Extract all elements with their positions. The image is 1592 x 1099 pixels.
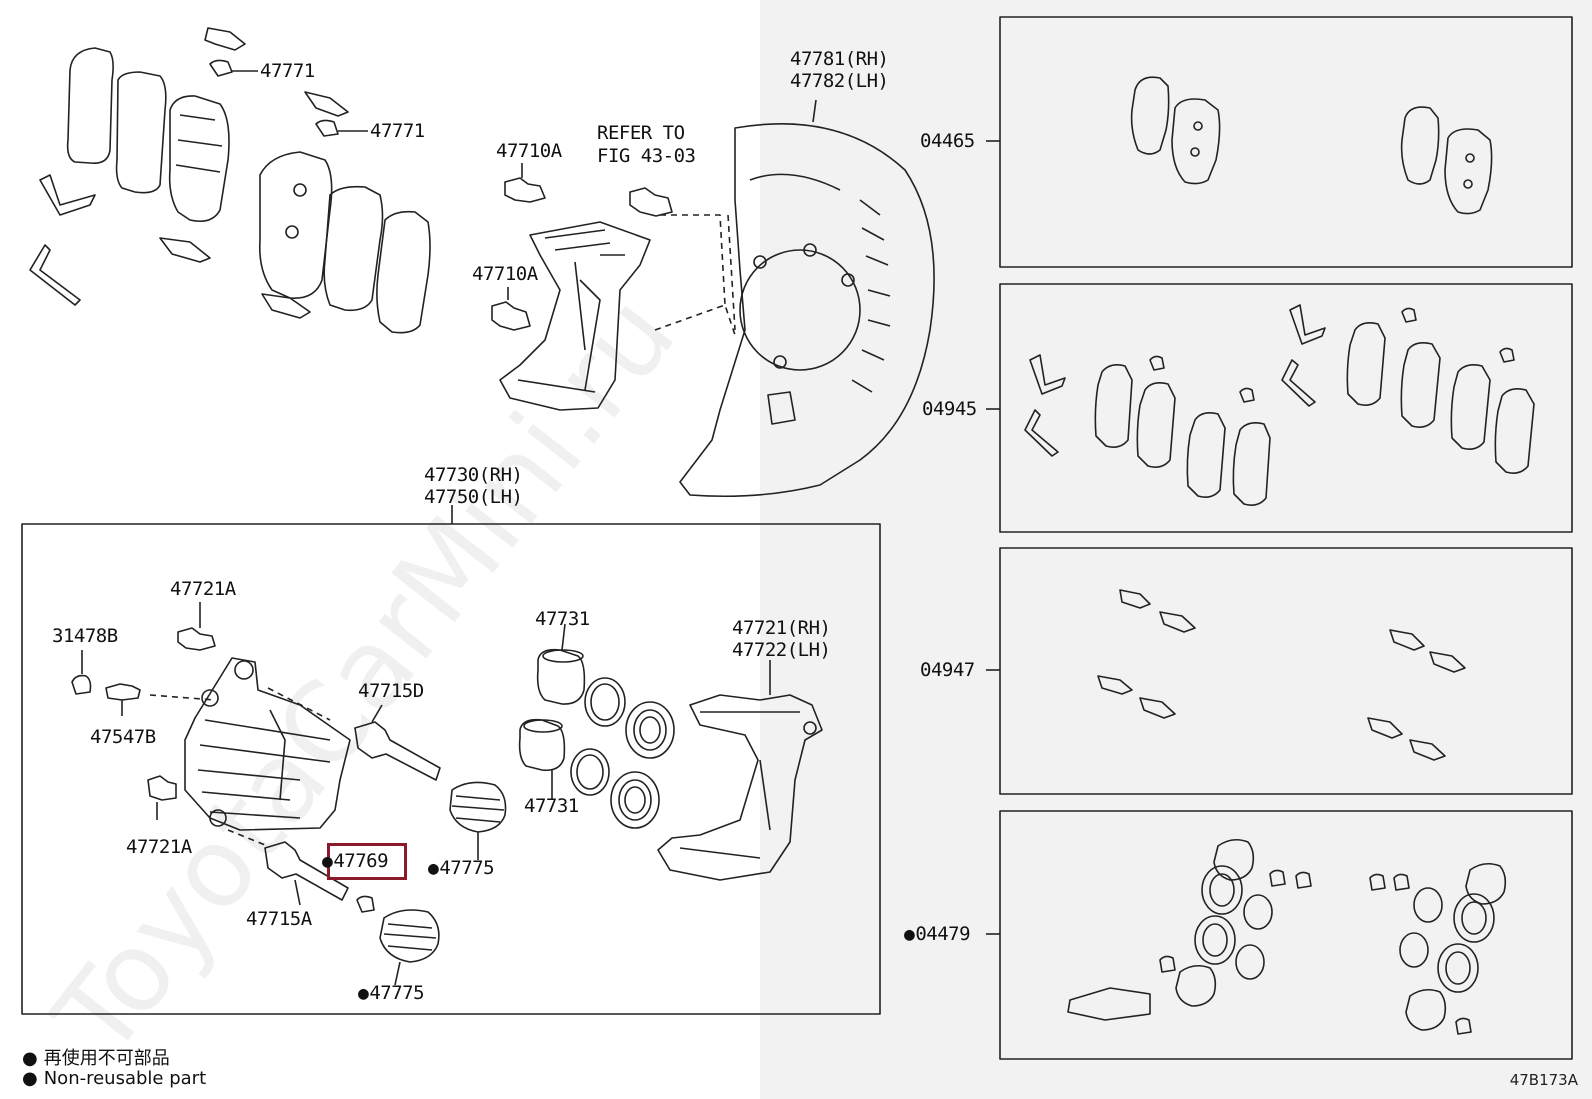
kit-label-04947[interactable]: 04947: [920, 659, 975, 681]
kit-label-04465[interactable]: 04465: [920, 130, 975, 152]
legend-text-en: Non-reusable part: [43, 1068, 207, 1089]
part-label-47731-a[interactable]: 47731: [535, 608, 590, 630]
part-number-47775-b: 47775: [369, 982, 425, 1004]
brake-pads-set: [29, 27, 431, 334]
part-label-47769[interactable]: 47769: [322, 850, 388, 873]
part-label-47731-b[interactable]: 47731: [524, 795, 579, 817]
part-label-47730[interactable]: 47730(RH): [424, 464, 523, 486]
kit-label-04479[interactable]: 04479: [904, 923, 970, 946]
legend-line-en: ●Non-reusable part: [22, 1068, 206, 1089]
kit-frame-04945: [999, 283, 1573, 533]
part-label-47721a-b[interactable]: 47721A: [126, 836, 192, 858]
caliper-assembly-frame: [21, 523, 881, 1015]
part-label-47710a-b[interactable]: 47710A: [472, 263, 538, 285]
part-label-47775-b[interactable]: 47775: [358, 982, 424, 1005]
dust-shield: [679, 99, 935, 498]
kit-label-04945[interactable]: 04945: [922, 398, 977, 420]
part-label-47775-a[interactable]: 47775: [428, 857, 494, 880]
kit-04945-parts: [1024, 304, 1535, 506]
part-label-47750[interactable]: 47750(LH): [424, 486, 523, 508]
kit-frame-04479: [999, 810, 1573, 1060]
kit-leaders: [986, 140, 1000, 935]
legend-text-cn: 再使用不可部品: [43, 1048, 170, 1069]
refer-to-label: REFER TO: [597, 122, 685, 144]
part-label-47771-a[interactable]: 47771: [260, 60, 315, 82]
kit-frame-04947: [999, 547, 1573, 795]
part-label-47715d[interactable]: 47715D: [358, 680, 424, 702]
part-label-47721a-a[interactable]: 47721A: [170, 578, 236, 600]
kit-frame-04465: [999, 16, 1573, 268]
caliper-bracket: [657, 660, 823, 881]
kit-number-04479: 04479: [915, 923, 971, 945]
kit-04479-seals: [1067, 838, 1507, 1035]
pistons-seals: [518, 623, 675, 829]
part-number-47769: 47769: [333, 850, 389, 872]
kit-04947-clips: [1097, 589, 1466, 761]
mounting-bolts: [491, 163, 673, 331]
part-label-47721rh[interactable]: 47721(RH): [732, 617, 831, 639]
part-label-47782[interactable]: 47782(LH): [790, 70, 889, 92]
legend-line-cn: ●再使用不可部品: [22, 1044, 170, 1070]
bleeder-and-cap: [71, 650, 141, 716]
caliper-mounting-bracket: [499, 221, 651, 411]
pin-boots: [379, 781, 507, 986]
caliper-bolts: [147, 602, 216, 820]
slide-pins: [264, 704, 441, 913]
kit-04465-pads: [1130, 76, 1493, 215]
legend-bullet-cn: ●: [22, 1048, 38, 1069]
part-number-47775-a: 47775: [439, 857, 495, 879]
part-label-47547b[interactable]: 47547B: [90, 726, 156, 748]
part-label-47710a-a[interactable]: 47710A: [496, 140, 562, 162]
leaders-top-left: [232, 70, 368, 132]
refer-fig-label[interactable]: FIG 43-03: [597, 145, 696, 167]
part-label-47722lh[interactable]: 47722(LH): [732, 639, 831, 661]
part-label-31478b[interactable]: 31478B: [52, 625, 118, 647]
part-label-47715a[interactable]: 47715A: [246, 908, 312, 930]
diagram-code: 47B173A: [1509, 1071, 1578, 1089]
part-label-47771-b[interactable]: 47771: [370, 120, 425, 142]
part-label-47781[interactable]: 47781(RH): [790, 48, 889, 70]
caliper-body: [184, 657, 351, 831]
legend-bullet-en: ●: [22, 1068, 38, 1089]
